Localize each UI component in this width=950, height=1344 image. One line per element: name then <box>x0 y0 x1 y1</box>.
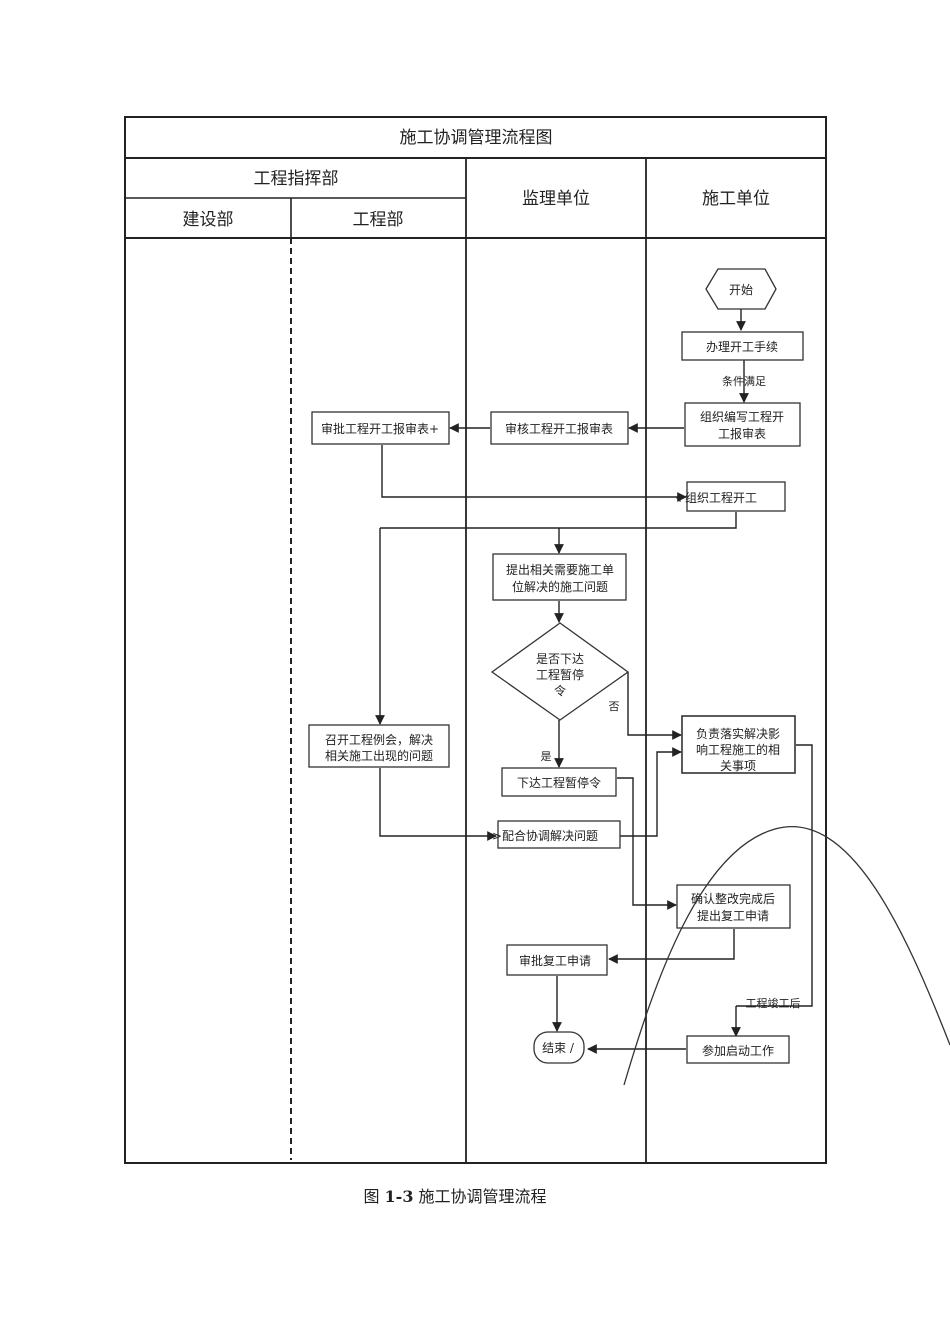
node-handle-start-procedures: 办理开工手续 <box>681 331 804 361</box>
figure-caption: 图 1-3 施工协调管理流程 <box>363 1187 546 1206</box>
node-confirm-rectify: 确认整改完成后 提出复工申请 <box>676 884 791 929</box>
node-decision-line2: 工程暂停 <box>536 667 584 682</box>
node-review-report-label: 审核工程开工报审表 <box>505 421 613 436</box>
node-cooperate-label: >配合协调解决问题 <box>492 828 598 843</box>
node-hold-meeting: 召开工程例会，解决 相关施工出现的问题 <box>308 724 450 768</box>
node-end-label: 结束 / <box>542 1041 575 1055</box>
node-organize-start-label: +组织工程开工 <box>675 490 757 505</box>
node-compile-report-line2: 工报审表 <box>718 426 766 441</box>
node-compile-report: 组织编写工程开 工报审表 <box>684 402 801 447</box>
node-approve-report: 审批工程开工报审表+ <box>311 411 450 445</box>
node-confirm-rectify-line1: 确认整改完成后 <box>691 891 775 906</box>
node-raise-problems-line2: 位解决的施工问题 <box>512 579 608 594</box>
node-start-label: 开始 <box>729 283 753 297</box>
node-hold-meeting-line2: 相关施工出现的问题 <box>325 748 433 763</box>
node-join-startup: 参加启动工作 <box>686 1035 790 1064</box>
node-review-report: 审核工程开工报审表 <box>490 411 629 445</box>
node-decision-line1: 是否下达 <box>536 652 584 666</box>
node-raise-problems-line1: 提出相关需要施工单 <box>506 562 614 577</box>
node-organize-start: +组织工程开工 <box>675 481 786 512</box>
node-raise-problems: 提出相关需要施工单 位解决的施工问题 <box>492 553 627 601</box>
caption-number: 1-3 <box>385 1187 414 1206</box>
swimlane-table <box>124 116 827 1164</box>
diagram-title: 施工协调管理流程图 <box>400 128 553 148</box>
node-responsible-fix-line3: 关事项 <box>720 759 756 773</box>
node-join-startup-label: 参加启动工作 <box>702 1043 774 1058</box>
edge-label-yes: 是 <box>541 750 552 763</box>
node-handle-start-procedures-label: 办理开工手续 <box>706 339 778 354</box>
node-decision: 是否下达 工程暂停 令 <box>490 622 630 721</box>
node-start: 开始 <box>705 268 777 310</box>
header-contractor-unit: 施工单位 <box>702 189 770 209</box>
node-approve-report-label: 审批工程开工报审表+ <box>321 421 439 436</box>
edge-label-after-completion: 工程竣工后 <box>746 996 801 1010</box>
node-hold-meeting-line1: 召开工程例会，解决 <box>325 732 433 747</box>
caption-prefix: 图 <box>363 1187 384 1206</box>
node-responsible-fix: 负责落实解决影 响工程施工的相 关事项 <box>681 715 796 774</box>
node-issue-stop-order-label: 下达工程暂停令 <box>517 775 601 790</box>
node-responsible-fix-line2: 响工程施工的相 <box>696 742 780 757</box>
node-compile-report-line1: 组织编写工程开 <box>700 409 784 424</box>
header-supervision-unit: 监理单位 <box>522 189 590 209</box>
node-confirm-rectify-line2: 提出复工申请 <box>697 908 769 923</box>
node-responsible-fix-line1: 负责落实解决影 <box>696 726 780 741</box>
edge-label-conditions-met: 条件满足 <box>722 374 766 388</box>
caption-text: 施工协调管理流程 <box>413 1187 546 1206</box>
stray-curve <box>623 826 950 1086</box>
node-approve-resume-label: 审批复工申请 <box>519 953 591 968</box>
node-issue-stop-order: 下达工程暂停令 <box>501 767 617 797</box>
node-end: 结束 / <box>533 1031 585 1064</box>
node-cooperate: >配合协调解决问题 <box>492 820 621 849</box>
node-approve-resume: 审批复工申请 <box>506 944 608 976</box>
header-command-dept: 工程指挥部 <box>254 169 339 189</box>
node-decision-line3: 令 <box>554 683 566 698</box>
header-engineering-dept: 工程部 <box>353 210 404 230</box>
edge-label-no: 否 <box>609 700 620 713</box>
connectors <box>375 308 813 1054</box>
header-construction-dept: 建设部 <box>183 210 234 230</box>
